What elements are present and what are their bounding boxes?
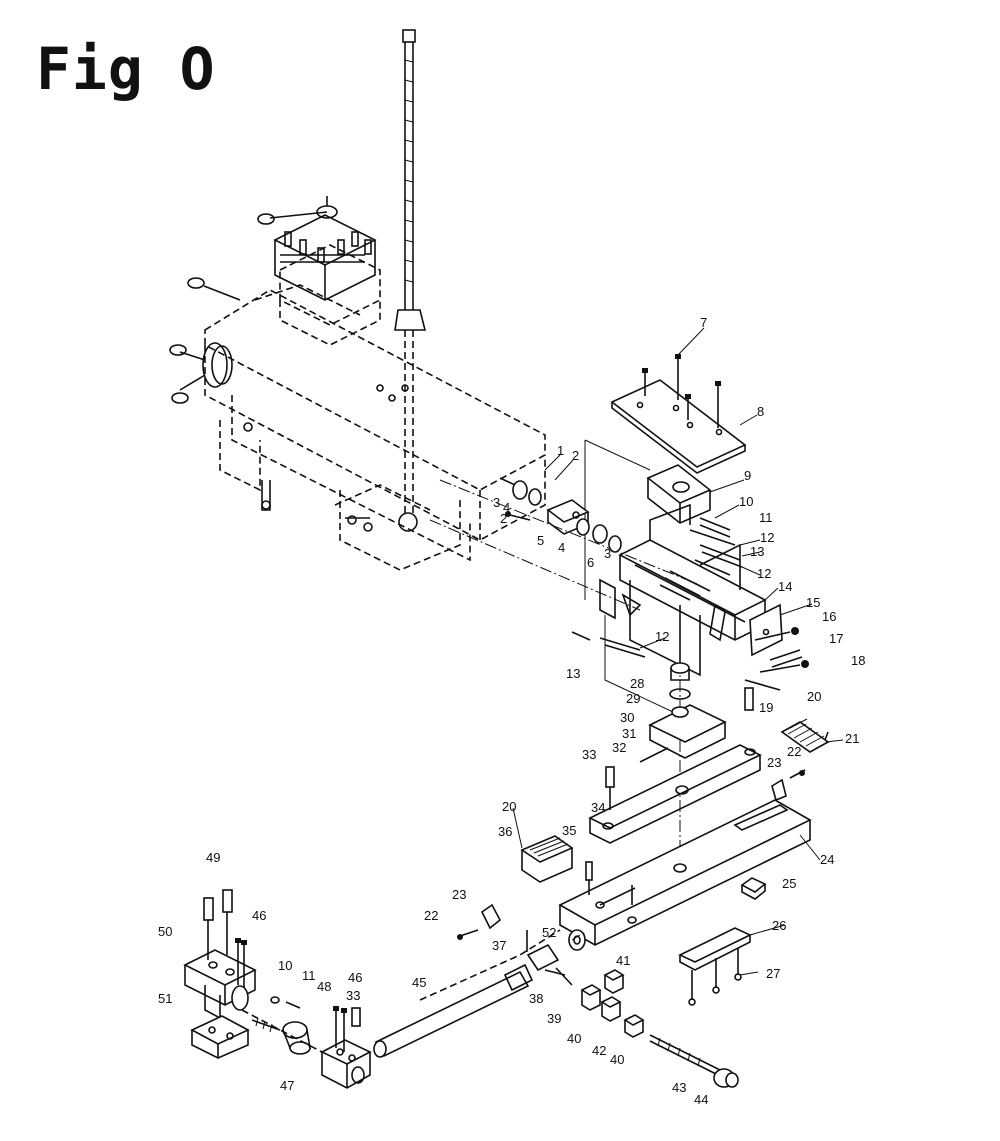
callout-12: 12 [757,566,771,581]
callout-14: 14 [778,579,792,594]
callout-27: 27 [766,966,780,981]
callout-45: 45 [412,975,426,990]
rod-and-bracket-assembly [183,889,561,1089]
callout-46: 46 [348,970,362,985]
upper-slide-assembly [584,354,783,721]
callout-3: 3 [493,495,500,510]
callout-7: 7 [700,315,707,330]
callout-23: 23 [767,755,781,770]
callout-19: 19 [759,700,773,715]
ghost-carriage [169,196,546,571]
callout-33: 33 [582,747,596,762]
callout-29: 29 [626,691,640,706]
callout-3: 3 [604,546,611,561]
callout-35: 35 [562,823,576,838]
callout-48: 48 [317,979,331,994]
callout-31: 31 [622,726,636,741]
callout-10: 10 [739,494,753,509]
callout-50: 50 [158,924,172,939]
callout-11: 11 [759,510,773,525]
callout-17: 17 [829,631,843,646]
flexible-coolant-tube [394,29,427,532]
callout-49: 49 [206,850,220,865]
callout-41: 41 [616,953,630,968]
callout-13: 13 [750,544,764,559]
callout-9: 9 [744,468,751,483]
callout-47: 47 [280,1078,294,1093]
callout-25: 25 [782,876,796,891]
middle-slide-parts [588,640,762,870]
callout-34: 34 [591,800,605,815]
callout-46: 46 [252,908,266,923]
callout-8: 8 [757,404,764,419]
callout-2: 2 [500,511,507,526]
lower-mechanism-parts [526,929,739,1088]
callout-26: 26 [772,918,786,933]
callout-1: 1 [557,443,564,458]
callout-22: 22 [424,908,438,923]
callout-4: 4 [503,500,510,515]
callout-10: 10 [278,958,292,973]
callout-33: 33 [346,988,360,1003]
callout-42: 42 [592,1043,606,1058]
callout-6: 6 [587,555,594,570]
callout-38: 38 [529,991,543,1006]
side-screws [744,627,809,711]
callout-39: 39 [547,1011,561,1026]
callout-36: 36 [498,824,512,839]
callout-4: 4 [558,540,565,555]
callout-51: 51 [158,991,172,1006]
feed-shaft-parts [429,477,743,658]
callout-37: 37 [492,938,506,953]
callout-28: 28 [630,676,644,691]
callout-2: 2 [572,448,579,463]
callout-52: 52 [542,925,556,940]
callout-15: 15 [806,595,820,610]
callout-16: 16 [822,609,836,624]
callout-40: 40 [567,1031,581,1046]
callout-20: 20 [807,689,821,704]
callout-21: 21 [845,731,859,746]
callout-13: 13 [566,666,580,681]
callout-18: 18 [851,653,865,668]
base-plate-assembly [457,721,830,1006]
callout-43: 43 [672,1080,686,1095]
callout-12: 12 [760,530,774,545]
callout-labels: 1 2 2 3 3 4 4 5 6 7 8 9 10 10 11 11 12 1… [158,315,865,1107]
callout-23: 23 [452,887,466,902]
callout-40: 40 [610,1052,624,1067]
callout-44: 44 [694,1092,708,1107]
callout-12: 12 [655,629,669,644]
callout-30: 30 [620,710,634,725]
callout-20: 20 [502,799,516,814]
callout-5: 5 [537,533,544,548]
callout-11: 11 [302,968,316,983]
callout-24: 24 [820,852,834,867]
callout-22: 22 [787,744,801,759]
leader-lines [512,327,844,976]
figure-title: Fig O [36,35,216,103]
callout-32: 32 [612,740,626,755]
